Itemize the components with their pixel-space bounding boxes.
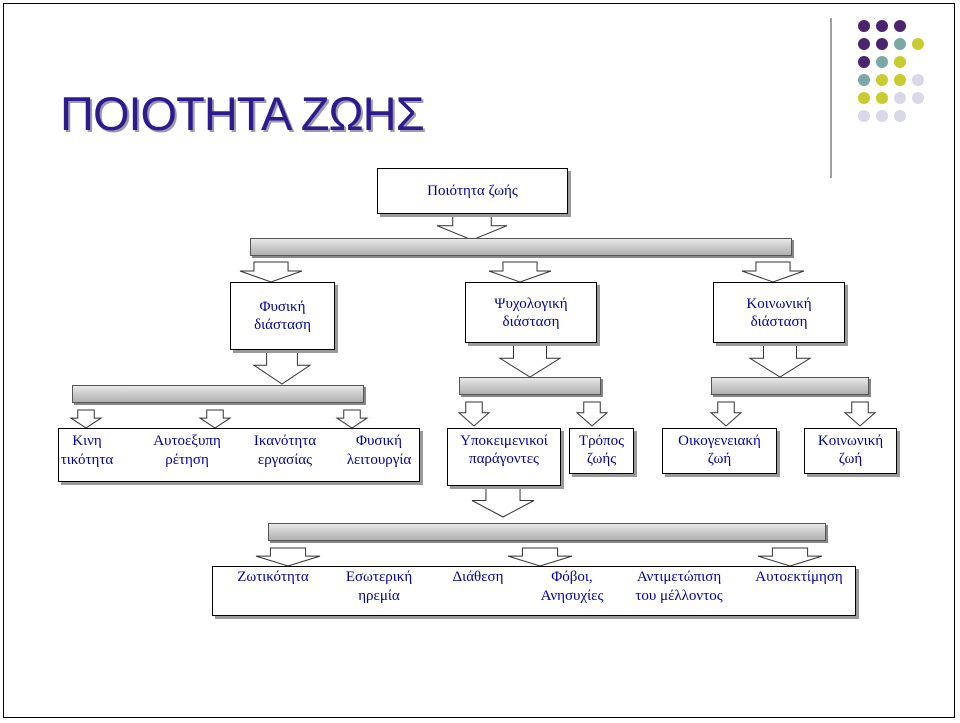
subjective-items-strip — [212, 566, 856, 616]
decor-vertical-line — [830, 18, 832, 178]
decor-dot — [858, 38, 870, 50]
dimension-line1: Ψυχολογική — [494, 295, 568, 312]
dimension-social: Κοινωνική διάσταση — [713, 282, 845, 343]
decor-dot — [876, 20, 888, 32]
decor-dot — [876, 56, 888, 68]
down-arrow — [757, 547, 823, 567]
dimension-line2: διάσταση — [750, 313, 808, 330]
dimension-psychological: Ψυχολογική διάσταση — [465, 282, 597, 343]
down-arrow — [709, 401, 743, 427]
down-arrow — [335, 409, 369, 429]
decor-dot — [894, 110, 906, 122]
level1-bar — [250, 238, 792, 256]
psychological-bar — [459, 377, 601, 395]
down-arrow — [255, 547, 321, 567]
decor-dot — [894, 56, 906, 68]
physical-items-strip — [58, 428, 420, 482]
decor-dot — [912, 74, 924, 86]
dimension-line1: Φυσική — [259, 299, 306, 315]
decor-dot — [894, 92, 906, 104]
dimension-line2: διάσταση — [502, 313, 560, 330]
decor-dot — [912, 38, 924, 50]
down-arrow — [239, 261, 303, 283]
slide-title: ΠΟΙΟΤΗΤΑ ΖΩΗΣ — [60, 87, 425, 140]
down-arrow — [507, 547, 573, 567]
decor-dot — [894, 38, 906, 50]
subjective-item: Διάθεση — [452, 569, 504, 585]
decor-dot — [858, 20, 870, 32]
decor-dot — [876, 74, 888, 86]
level3-bar — [268, 523, 826, 541]
root-label: Ποιότητα ζωής — [427, 183, 518, 199]
subjective-item: Αυτοεκτίμηση — [755, 569, 843, 585]
root-down-arrow — [436, 213, 508, 241]
decor-dot — [858, 56, 870, 68]
down-arrow — [69, 409, 103, 429]
dimension-line1: Κοινωνική — [746, 295, 812, 312]
decor-dot — [912, 92, 924, 104]
decor-dot — [876, 110, 888, 122]
decor-dot — [876, 38, 888, 50]
subjective-item: Φόβοι,Ανησυχίες — [540, 569, 604, 604]
decor-dot — [858, 74, 870, 86]
subjective-down-arrow — [471, 486, 535, 518]
decor-dot — [858, 92, 870, 104]
psychological-down-arrow — [498, 342, 562, 378]
social-down-arrow — [748, 342, 812, 378]
down-arrow — [843, 401, 877, 427]
decor-dot — [876, 92, 888, 104]
root-box: Ποιότητα ζωής — [377, 168, 568, 214]
subjective-item: Ζωτικότητα — [237, 569, 309, 585]
decor-dot — [894, 74, 906, 86]
dimension-physical: Φυσική διάσταση — [230, 282, 335, 350]
slide-frame — [3, 3, 955, 718]
down-arrow — [198, 409, 232, 429]
down-arrow — [741, 261, 805, 283]
decor-dot — [894, 20, 906, 32]
down-arrow — [575, 401, 609, 427]
down-arrow — [457, 401, 491, 427]
down-arrow — [488, 261, 552, 283]
social-bar — [711, 377, 869, 395]
dimension-line2: διάσταση — [254, 317, 311, 333]
physical-bar — [72, 385, 364, 403]
decor-dot — [858, 110, 870, 122]
physical-down-arrow — [252, 349, 312, 385]
